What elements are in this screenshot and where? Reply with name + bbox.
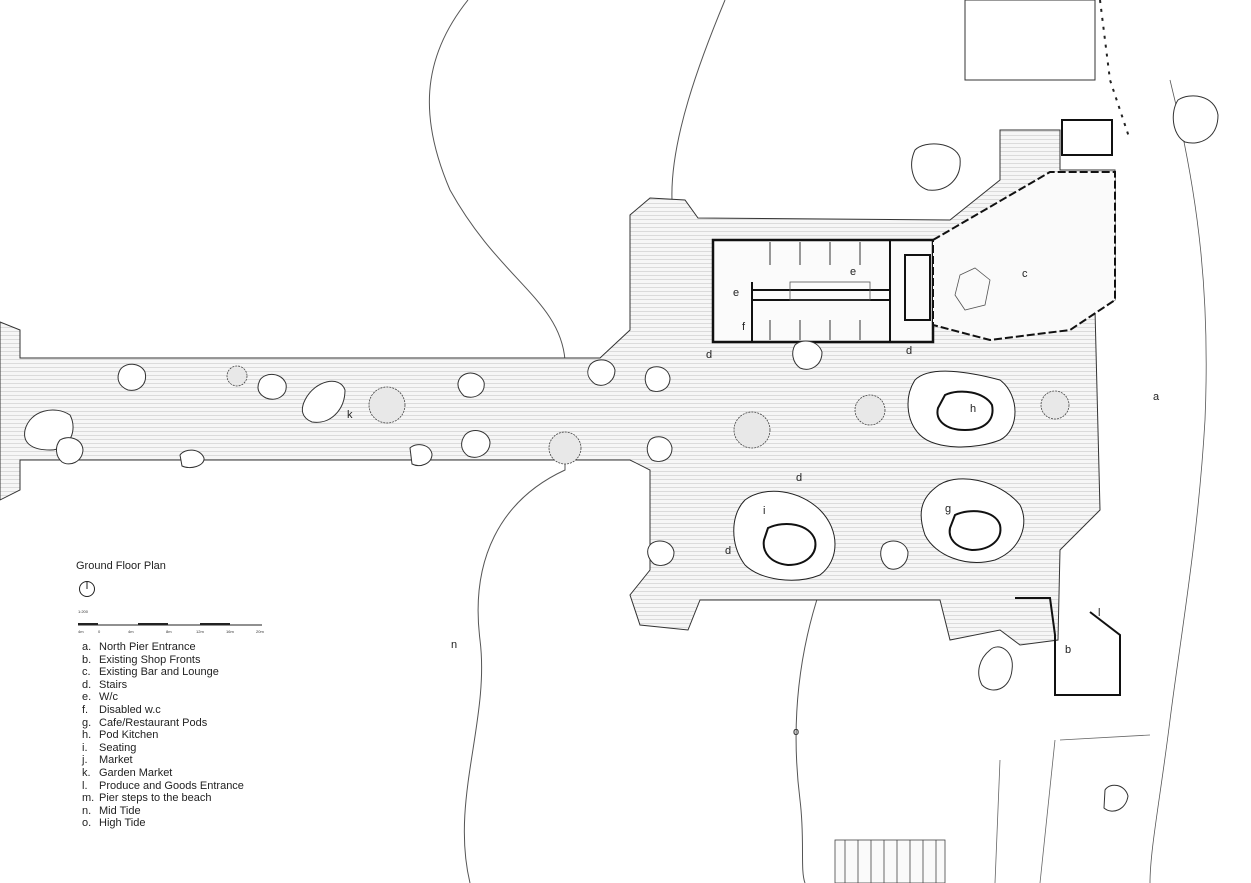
label-h: h	[970, 403, 976, 415]
label-d-2: d	[906, 345, 912, 357]
coast-line	[1149, 79, 1207, 883]
bar-lounge-building	[932, 171, 1116, 342]
legend-item: k.Garden Market	[82, 766, 173, 779]
legend-item: d.Stairs	[82, 678, 128, 691]
label-c: c	[1022, 268, 1028, 280]
scale-tick: 4m	[128, 629, 134, 634]
high-tide-line	[671, 0, 821, 883]
label-o: o	[793, 726, 799, 738]
legend-item: n.Mid Tide	[82, 804, 141, 817]
legend-item: f.Disabled w.c	[82, 703, 161, 716]
legend-title: Ground Floor Plan	[76, 560, 166, 572]
legend: Ground Floor Plan 1:200 4m 0 4m 8m 12m 1…	[76, 560, 336, 830]
legend-item: i.Seating	[82, 741, 137, 754]
label-d-3: d	[796, 472, 802, 484]
legend-item: o.High Tide	[82, 817, 146, 830]
legend-item: e.W/c	[82, 691, 118, 704]
legend-item: m.Pier steps to the beach	[82, 792, 212, 805]
north-arrow-icon	[78, 580, 336, 603]
legend-item: g.Cafe/Restaurant Pods	[82, 716, 208, 729]
label-l: l	[1098, 607, 1100, 619]
legend-item: l.Produce and Goods Entrance	[82, 779, 244, 792]
scale-tick: 16m	[226, 629, 234, 634]
legend-item: a.North Pier Entrance	[82, 641, 196, 653]
label-b: b	[1065, 644, 1071, 656]
legend-item: b.Existing Shop Fronts	[82, 653, 201, 666]
shop-front-b	[1015, 597, 1121, 696]
legend-item: c.Existing Bar and Lounge	[82, 666, 219, 679]
scale-tick: 20m	[256, 629, 264, 634]
pod-i	[733, 490, 836, 581]
bar-counter	[904, 254, 931, 321]
shop-front-top	[1061, 119, 1113, 156]
pier-steps	[834, 839, 946, 883]
scale-tick: 12m	[196, 629, 204, 634]
pod-g	[920, 478, 1025, 563]
scale-tick: 4m	[78, 629, 84, 634]
planters	[24, 95, 1219, 812]
scale-tick: 8m	[166, 629, 172, 634]
label-d-1: d	[706, 349, 712, 361]
scale-ratio: 1:200	[78, 609, 89, 614]
legend-item: j.Market	[82, 754, 133, 767]
label-f: f	[742, 321, 746, 333]
label-g: g	[945, 503, 951, 515]
pod-h	[907, 370, 1016, 448]
legend-item: h.Pod Kitchen	[82, 729, 159, 742]
building-outline	[964, 0, 1096, 81]
trees	[226, 365, 1070, 465]
label-k: k	[347, 409, 353, 421]
label-e-2: e	[733, 287, 739, 299]
label-e-1: e	[850, 266, 856, 278]
label-d-4: d	[725, 545, 731, 557]
scale-tick: 0	[98, 629, 101, 634]
legend-list: a.North Pier Entrance b.Existing Shop Fr…	[82, 641, 336, 830]
label-i: i	[763, 505, 765, 517]
label-n: n	[451, 639, 457, 651]
label-a: a	[1153, 391, 1160, 403]
coast-line-2	[994, 734, 1151, 883]
scale-bar: 1:200 4m 0 4m 8m 12m 16m 20m	[76, 609, 336, 635]
